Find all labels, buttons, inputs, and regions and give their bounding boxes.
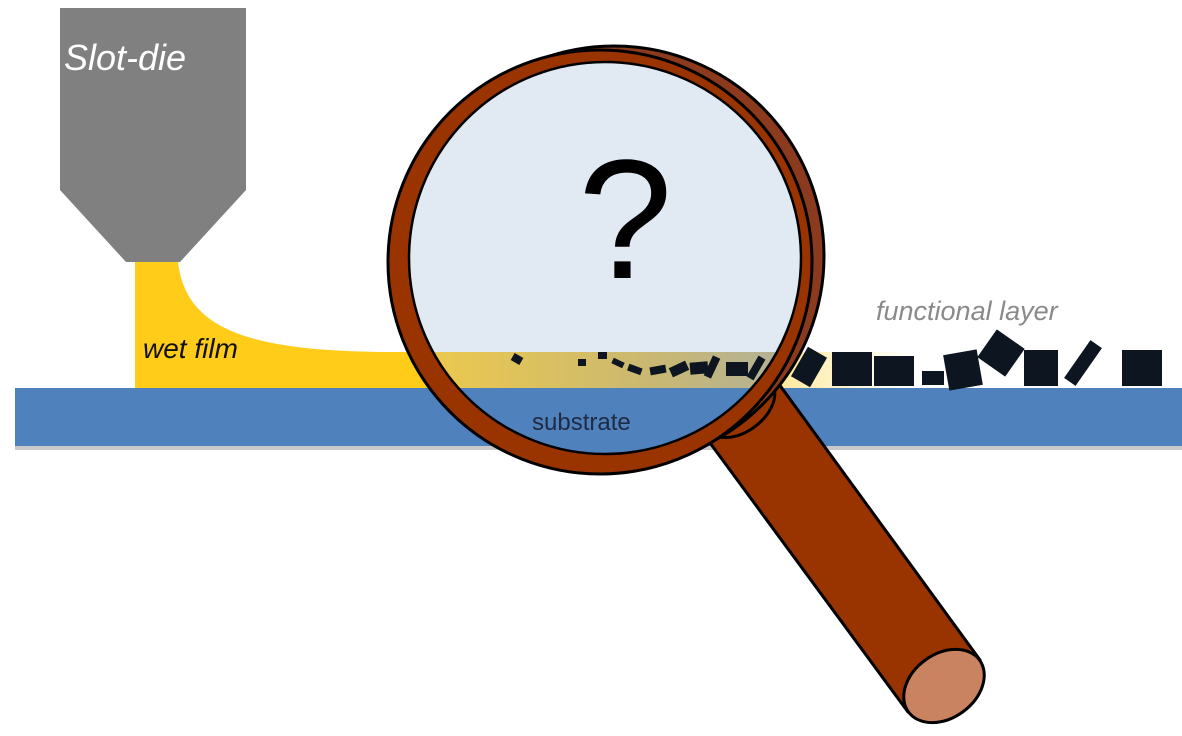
- particle: [1064, 340, 1102, 386]
- particle: [943, 349, 983, 391]
- particle: [832, 352, 872, 386]
- particle: [874, 356, 914, 386]
- particle: [598, 352, 607, 359]
- particle: [1122, 350, 1162, 386]
- substrate-label: substrate: [532, 409, 631, 436]
- magnifying-glass-icon: substrate ?: [386, 44, 986, 725]
- particle: [922, 371, 944, 385]
- particle: [668, 360, 690, 378]
- particle: [578, 359, 586, 366]
- particle: [703, 355, 721, 379]
- magnifier-handle-end: [902, 647, 986, 725]
- particle: [689, 361, 709, 375]
- functional-layer: [790, 329, 1162, 391]
- particle: [611, 357, 625, 369]
- particle: [649, 364, 667, 376]
- slot-die-head: [60, 8, 246, 262]
- particle: [510, 353, 524, 365]
- wet-film: [135, 262, 445, 388]
- particle: [977, 329, 1025, 377]
- particle: [726, 362, 748, 376]
- particle: [746, 355, 766, 381]
- particle: [627, 363, 643, 376]
- slot-die-label: Slot-die: [64, 37, 186, 78]
- wet-film-label: wet film: [143, 333, 238, 364]
- particle: [1024, 350, 1058, 386]
- magnifier-lens-edge: [407, 60, 803, 456]
- particle: [790, 346, 828, 388]
- question-mark: ?: [578, 125, 673, 315]
- functional-layer-label: functional layer: [876, 296, 1059, 326]
